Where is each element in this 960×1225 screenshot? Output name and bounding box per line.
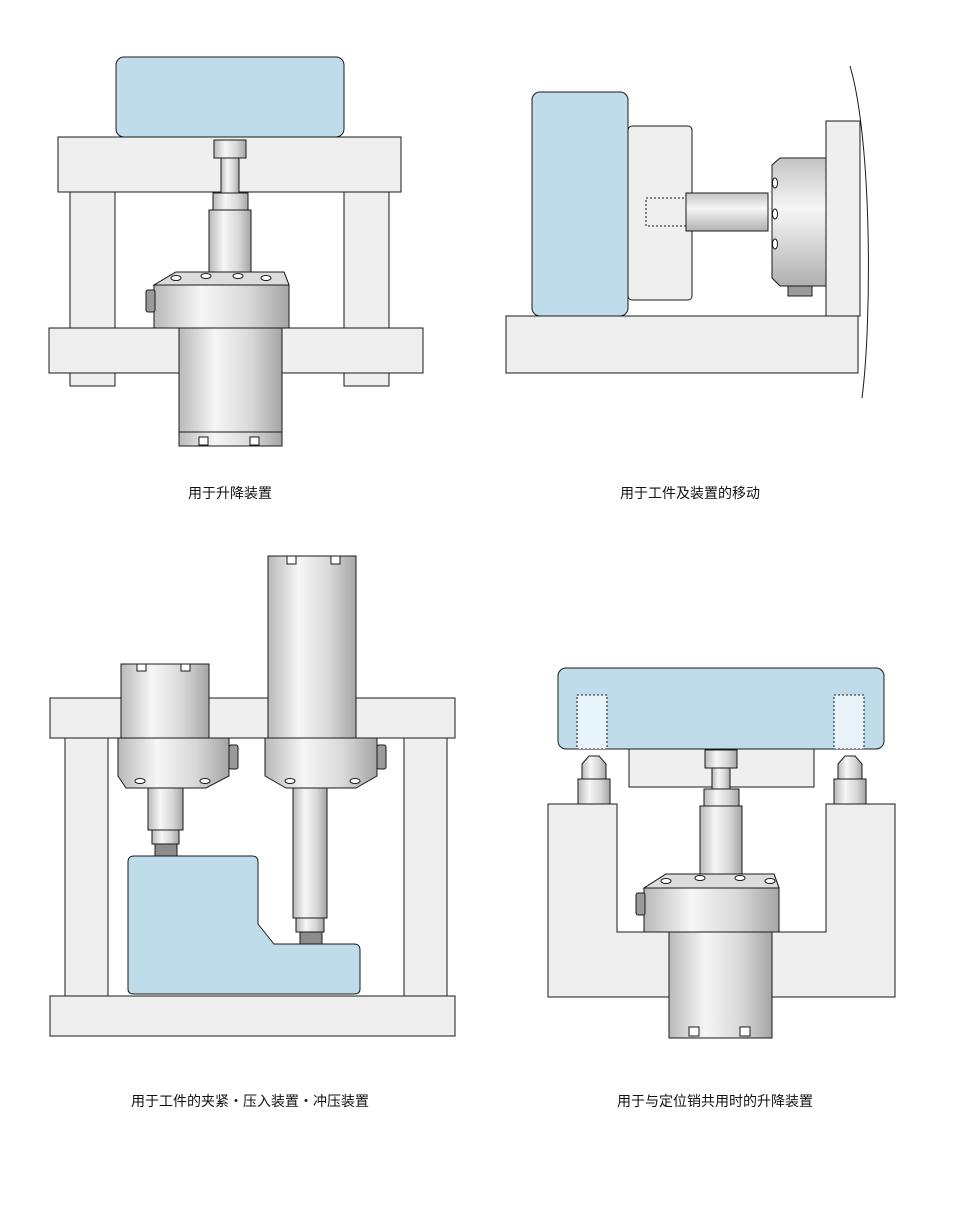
caption-lifting-device: 用于升降装置 bbox=[188, 486, 272, 502]
piston-rod bbox=[699, 805, 743, 875]
press-cylinder-flange bbox=[264, 737, 378, 789]
clamp-cylinder-upper bbox=[120, 663, 210, 739]
jig-block bbox=[627, 125, 693, 301]
frame-right-post bbox=[403, 737, 448, 997]
caption-lifting-with-pins: 用于与定位销共用时的升降装置 bbox=[617, 1094, 813, 1110]
frame-u-block bbox=[547, 803, 896, 998]
cylinder-body bbox=[668, 931, 773, 1039]
workpiece bbox=[127, 855, 361, 995]
frame-left-post bbox=[64, 737, 109, 997]
frame-top-plate bbox=[49, 697, 456, 739]
piston-rod bbox=[685, 192, 769, 232]
cylinder-head bbox=[771, 157, 827, 287]
frame-wall bbox=[825, 120, 861, 317]
panel-lifting-with-pins bbox=[547, 667, 896, 1039]
press-rod bbox=[292, 787, 328, 919]
workpiece bbox=[531, 91, 629, 317]
frame-base bbox=[505, 315, 859, 374]
press-cylinder-body bbox=[267, 555, 357, 739]
piston-rod bbox=[208, 209, 252, 273]
workpiece bbox=[115, 56, 345, 138]
clamp-cylinder-flange bbox=[117, 737, 230, 789]
locating-pin-left bbox=[577, 778, 611, 805]
locating-pin-right bbox=[833, 778, 867, 805]
panel-lifting-device bbox=[48, 56, 424, 447]
clamp-rod bbox=[147, 787, 184, 831]
frame-base-plate bbox=[49, 995, 456, 1037]
panel-clamping-press-device bbox=[49, 555, 456, 1037]
panel-moving-device bbox=[505, 65, 869, 399]
caption-moving-device: 用于工件及装置的移动 bbox=[620, 486, 760, 502]
cylinder-body bbox=[178, 319, 283, 447]
caption-clamping-press-device: 用于工件的夹紧・压入装置・冲压装置 bbox=[131, 1094, 369, 1110]
